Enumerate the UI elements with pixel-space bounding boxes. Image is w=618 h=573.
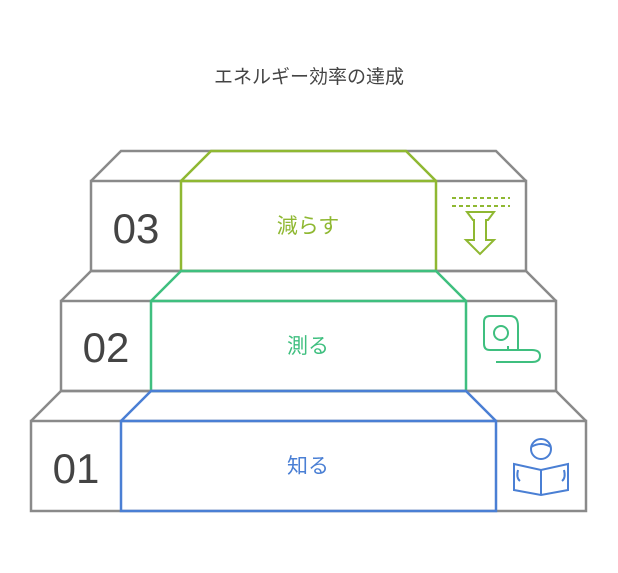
step-01: 01 知る xyxy=(29,389,588,513)
diagram-title: エネルギー効率の達成 xyxy=(213,66,404,88)
step-02-label: 測る xyxy=(287,334,329,358)
tape-measure-icon xyxy=(483,315,542,363)
step-01-label: 知る xyxy=(287,454,329,478)
step-01-inner-box xyxy=(119,419,498,513)
step-02-outer-top xyxy=(60,269,557,302)
step-03-outer-top xyxy=(90,149,527,182)
arrow-down-icon xyxy=(452,197,510,256)
step-01-number: 01 xyxy=(53,445,100,492)
step-01-outer-top xyxy=(30,389,587,422)
step-03: 03 減らす xyxy=(89,149,528,273)
step-02-inner-top xyxy=(150,269,467,302)
reader-icon xyxy=(513,438,569,497)
step-03-inner-top xyxy=(180,149,437,182)
step-03-number: 03 xyxy=(113,205,160,252)
step-01-inner-top xyxy=(120,389,497,422)
step-03-label: 減らす xyxy=(277,214,340,238)
step-02: 02 測る xyxy=(59,269,558,393)
step-02-number: 02 xyxy=(83,324,130,371)
